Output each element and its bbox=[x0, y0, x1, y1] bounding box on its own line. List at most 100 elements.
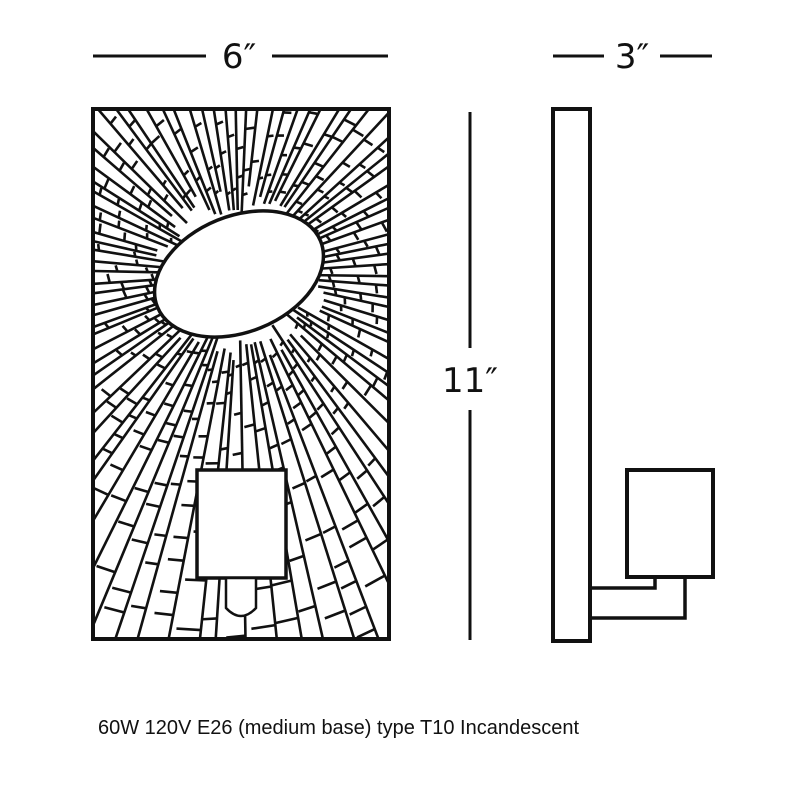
mosaic-line bbox=[320, 468, 335, 479]
mosaic-line bbox=[94, 329, 217, 624]
mosaic-line bbox=[371, 377, 379, 388]
mosaic-line bbox=[102, 447, 113, 455]
mosaic-line bbox=[305, 165, 388, 227]
mosaic-line bbox=[352, 128, 364, 138]
mosaic-line bbox=[134, 486, 149, 494]
mosaic-line bbox=[165, 421, 177, 427]
mosaic-line bbox=[117, 210, 122, 218]
socket-cover bbox=[195, 468, 288, 580]
mosaic-line bbox=[186, 349, 193, 354]
mosaic-line bbox=[94, 341, 200, 520]
mosaic-line bbox=[110, 494, 127, 503]
mosaic-line bbox=[251, 110, 275, 206]
mosaic-line bbox=[242, 192, 248, 197]
mosaic-line bbox=[109, 115, 118, 125]
mosaic-line bbox=[297, 209, 303, 214]
mosaic-line bbox=[115, 110, 193, 212]
mosaic-line bbox=[364, 574, 386, 588]
mosaic-line bbox=[227, 133, 235, 139]
mosaic-line bbox=[236, 145, 244, 151]
mosaic-line bbox=[315, 217, 323, 224]
oval-opening bbox=[152, 209, 326, 339]
mosaic-line bbox=[157, 438, 170, 445]
mosaic-line bbox=[188, 110, 223, 215]
mosaic-line bbox=[317, 343, 324, 352]
mosaic-line bbox=[94, 240, 157, 257]
mosaic-line bbox=[189, 146, 199, 154]
mosaic-line bbox=[221, 370, 229, 374]
mosaic-line bbox=[94, 147, 173, 218]
mosaic-line bbox=[211, 380, 219, 384]
mosaic-line bbox=[353, 189, 363, 199]
mosaic-line bbox=[94, 248, 166, 263]
mosaic-line bbox=[134, 259, 139, 266]
mosaic-line bbox=[236, 174, 243, 179]
mosaic-line bbox=[193, 351, 200, 355]
mosaic-line bbox=[98, 223, 102, 234]
mosaic-line bbox=[285, 137, 388, 232]
mosaic-line bbox=[301, 422, 313, 432]
mosaic-line bbox=[283, 110, 352, 208]
mosaic-line bbox=[113, 142, 123, 153]
mosaic-line bbox=[265, 173, 272, 177]
mosaic-line bbox=[352, 231, 360, 241]
mosaic-line bbox=[323, 291, 388, 309]
mosaic-line bbox=[137, 202, 143, 212]
mosaic-line bbox=[126, 397, 138, 406]
mosaic-line bbox=[157, 331, 163, 336]
mosaic-line bbox=[316, 188, 324, 194]
mosaic-line bbox=[195, 176, 201, 182]
mosaic-line bbox=[111, 586, 132, 594]
mosaic-line bbox=[172, 110, 217, 215]
mosaic-line bbox=[226, 191, 232, 196]
mosaic-line bbox=[235, 363, 242, 369]
mosaic-line bbox=[165, 222, 170, 229]
mosaic-line bbox=[349, 605, 367, 616]
mosaic-line bbox=[268, 110, 312, 205]
arm-bottom bbox=[590, 577, 687, 620]
mosaic-line bbox=[356, 328, 362, 338]
mosaic-line bbox=[304, 212, 310, 217]
mosaic-line bbox=[350, 349, 356, 357]
mosaic-line bbox=[331, 135, 343, 143]
mosaic-line bbox=[286, 112, 388, 223]
mosaic-line bbox=[298, 604, 316, 613]
mosaic-line bbox=[145, 502, 161, 509]
mosaic-line bbox=[366, 170, 375, 178]
mosaic-line bbox=[323, 132, 332, 138]
mosaic-line bbox=[327, 274, 332, 281]
mosaic-line bbox=[327, 324, 331, 331]
mosaic-line bbox=[330, 385, 336, 393]
mosaic-line bbox=[142, 353, 151, 361]
mosaic-line bbox=[324, 609, 346, 620]
mosaic-line bbox=[374, 245, 381, 255]
mosaic-line bbox=[321, 305, 388, 334]
mosaic-line bbox=[343, 118, 356, 127]
mosaic-line bbox=[128, 119, 137, 128]
mosaic-line bbox=[297, 388, 305, 397]
mosaic-line bbox=[315, 353, 322, 361]
mosaic-line bbox=[127, 110, 196, 209]
mosaic-line bbox=[317, 580, 337, 591]
mosaic-line bbox=[275, 616, 299, 625]
mosaic-line bbox=[207, 368, 213, 372]
mosaic-line bbox=[154, 317, 161, 324]
mosaic-line bbox=[291, 481, 306, 490]
mosaic-line bbox=[251, 623, 276, 631]
mosaic-line bbox=[380, 221, 388, 233]
mosaic-line bbox=[110, 414, 124, 424]
side-view bbox=[551, 107, 715, 643]
mosaic-line bbox=[139, 444, 153, 452]
mosaic-line bbox=[258, 110, 286, 198]
mosaic-line bbox=[340, 579, 357, 590]
mosaic-line bbox=[348, 536, 368, 549]
mosaic-line bbox=[340, 212, 347, 219]
mosaic-line bbox=[94, 190, 185, 244]
mosaic-line bbox=[102, 147, 110, 158]
mosaic-line bbox=[103, 178, 110, 190]
mosaic-line bbox=[280, 349, 388, 541]
front-view bbox=[91, 107, 391, 641]
mosaic-line bbox=[161, 179, 167, 186]
mosaic-line bbox=[326, 314, 331, 322]
mosaic-line bbox=[343, 402, 350, 410]
